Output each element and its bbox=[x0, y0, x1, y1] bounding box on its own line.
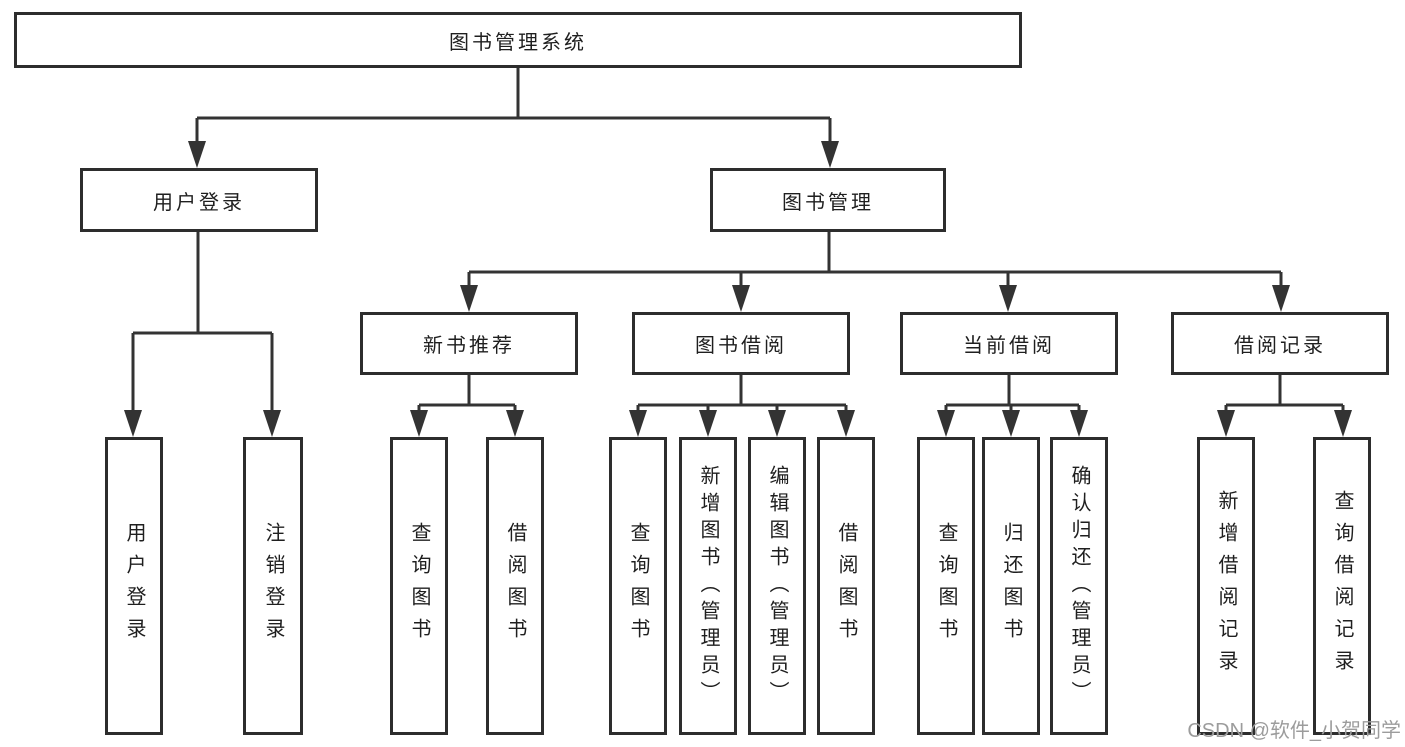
node-user-login: 用户登录 bbox=[80, 168, 318, 232]
node-borrow-records: 借阅记录 bbox=[1171, 312, 1389, 375]
node-leaf-borrow-books-2: 借阅图书 bbox=[817, 437, 875, 735]
node-leaf-return-book: 归还图书 bbox=[982, 437, 1040, 735]
connector-new-book-rec bbox=[410, 375, 524, 437]
node-leaf-add-book-admin: 新增图书（管理员） bbox=[679, 437, 737, 735]
node-new-book-rec: 新书推荐 bbox=[360, 312, 578, 375]
node-root: 图书管理系统 bbox=[14, 12, 1022, 68]
watermark: CSDN @软件_小贺同学 bbox=[1187, 720, 1401, 742]
node-leaf-borrow-books-1: 借阅图书 bbox=[486, 437, 544, 735]
node-leaf-add-borrow-record: 新增借阅记录 bbox=[1197, 437, 1255, 735]
node-leaf-edit-book-admin: 编辑图书（管理员） bbox=[748, 437, 806, 735]
node-book-mgmt: 图书管理 bbox=[710, 168, 946, 232]
node-book-borrow: 图书借阅 bbox=[632, 312, 850, 375]
node-leaf-user-login: 用户登录 bbox=[105, 437, 163, 735]
connector-book-borrow bbox=[629, 375, 855, 437]
node-leaf-logout: 注销登录 bbox=[243, 437, 303, 735]
node-leaf-confirm-return-admin: 确认归还（管理员） bbox=[1050, 437, 1108, 735]
connector-current-borrow bbox=[937, 375, 1088, 437]
connector-root bbox=[188, 68, 839, 168]
node-leaf-query-books-1: 查询图书 bbox=[390, 437, 448, 735]
connector-book-mgmt bbox=[460, 232, 1290, 312]
connector-borrow-records bbox=[1217, 375, 1352, 437]
node-leaf-query-borrow-record: 查询借阅记录 bbox=[1313, 437, 1371, 735]
node-current-borrow: 当前借阅 bbox=[900, 312, 1118, 375]
node-leaf-query-books-3: 查询图书 bbox=[917, 437, 975, 735]
connector-user-login bbox=[124, 232, 281, 437]
node-leaf-query-books-2: 查询图书 bbox=[609, 437, 667, 735]
